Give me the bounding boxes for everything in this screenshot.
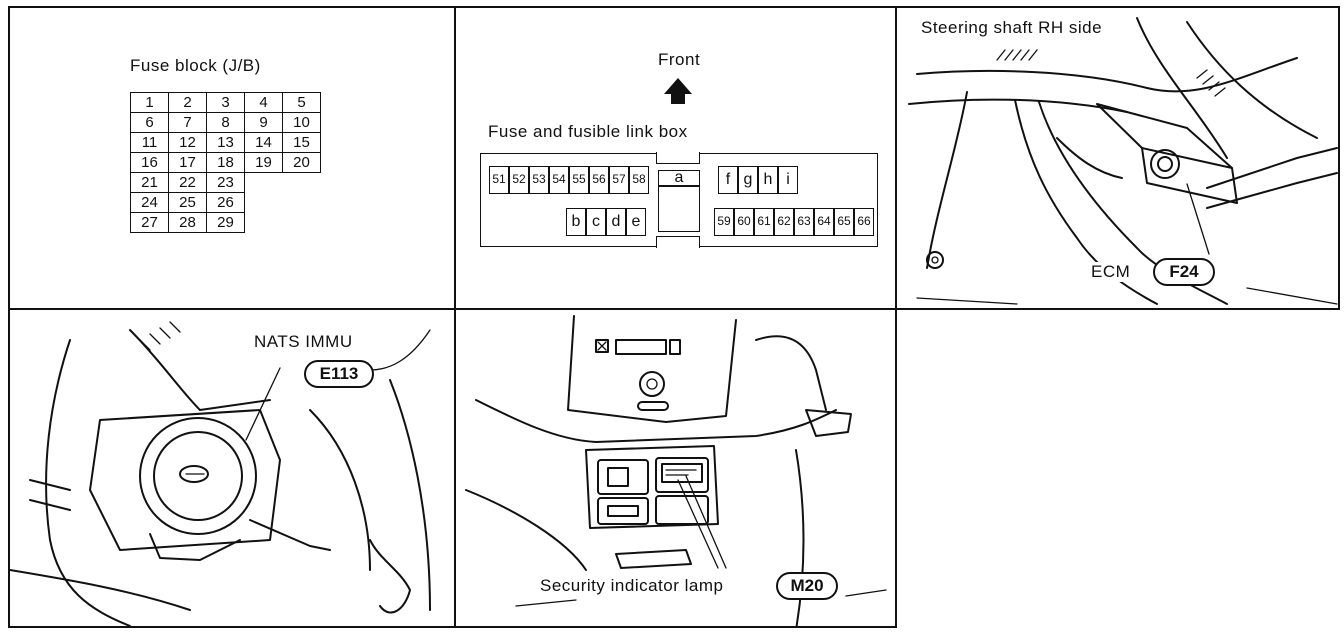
fusible-link-a: a xyxy=(658,170,700,186)
security-lamp-panel: Security indicator lamp M20 xyxy=(454,308,897,628)
ecm-location-panel: Steering shaft RH side ECM F24 xyxy=(895,6,1340,310)
fuse-slot: 54 xyxy=(549,166,569,194)
fuse-cell-empty xyxy=(283,193,321,213)
fusible-link-slot: g xyxy=(738,166,758,194)
fuse-cell: 12 xyxy=(168,132,207,153)
fuse-cell: 18 xyxy=(206,152,245,173)
nats-immu-label: NATS IMMU xyxy=(252,332,355,352)
empty-panel xyxy=(895,308,1340,310)
fuse-link-box-notch-top xyxy=(656,152,700,164)
fuse-slot: 56 xyxy=(589,166,609,194)
fuse-cell: 28 xyxy=(168,212,207,233)
fuse-slot: 66 xyxy=(854,208,874,236)
fuse-link-box-title: Fuse and fusible link box xyxy=(488,122,688,141)
fuse-cell: 7 xyxy=(168,112,207,133)
fuse-cell: 27 xyxy=(130,212,169,233)
fuse-cell: 13 xyxy=(206,132,245,153)
fuse-slot: 53 xyxy=(529,166,549,194)
fusible-link-slot xyxy=(658,186,700,232)
fuse-cell: 3 xyxy=(206,92,245,113)
front-arrow-icon xyxy=(664,78,692,104)
fuse-cell: 20 xyxy=(282,152,321,173)
fuse-cell: 29 xyxy=(206,212,245,233)
fuse-cell: 26 xyxy=(206,192,245,213)
fuse-slot: 55 xyxy=(569,166,589,194)
fuse-cell: 23 xyxy=(206,172,245,193)
security-indicator-lamp-label: Security indicator lamp xyxy=(540,576,724,596)
fusible-link-slot: f xyxy=(718,166,738,194)
fuse-link-box-notch-bottom xyxy=(656,236,700,248)
fuse-cell: 5 xyxy=(282,92,321,113)
fuse-slot: 60 xyxy=(734,208,754,236)
fuse-slot: 58 xyxy=(629,166,649,194)
fuse-block-title: Fuse block (J/B) xyxy=(130,56,261,75)
connector-f24-badge: F24 xyxy=(1153,258,1215,286)
fuse-cell: 10 xyxy=(282,112,321,133)
fusible-link-slot: c xyxy=(586,208,606,236)
ignition-key-cylinder-illustration xyxy=(10,321,431,626)
fuse-cell: 1 xyxy=(130,92,169,113)
connector-m20-badge: M20 xyxy=(776,572,838,600)
fuse-cell: 2 xyxy=(168,92,207,113)
fusible-link-slot: i xyxy=(778,166,798,194)
fuse-cell: 24 xyxy=(130,192,169,213)
fuse-cell: 19 xyxy=(244,152,283,173)
fuse-slot: 51 xyxy=(489,166,509,194)
front-label: Front xyxy=(658,50,701,69)
fuse-slot: 61 xyxy=(754,208,774,236)
fuse-cell: 6 xyxy=(130,112,169,133)
fuse-cell-empty xyxy=(245,173,283,193)
steering-shaft-illustration xyxy=(908,17,1338,305)
fusible-link-slot: e xyxy=(626,208,646,236)
fuse-slot: 65 xyxy=(834,208,854,236)
fuse-cell-empty xyxy=(245,193,283,213)
fuse-cell-empty xyxy=(283,213,321,233)
fuse-cell: 21 xyxy=(130,172,169,193)
fuse-cell: 9 xyxy=(244,112,283,133)
dashboard-switch-illustration xyxy=(465,315,887,626)
connector-e113-badge: E113 xyxy=(304,360,374,388)
fuse-cell: 25 xyxy=(168,192,207,213)
fuse-cell: 4 xyxy=(244,92,283,113)
fuse-slot: 59 xyxy=(714,208,734,236)
nats-immu-panel: NATS IMMU E113 xyxy=(8,308,456,628)
fuse-slot: 64 xyxy=(814,208,834,236)
fuse-cell-empty xyxy=(245,213,283,233)
fuse-slot: 52 xyxy=(509,166,529,194)
fuse-slot: 62 xyxy=(774,208,794,236)
fusible-link-slot: h xyxy=(758,166,778,194)
fuse-cell: 11 xyxy=(130,132,169,153)
fuse-cell: 15 xyxy=(282,132,321,153)
fuse-cell: 16 xyxy=(130,152,169,173)
fuse-slot: 63 xyxy=(794,208,814,236)
fusible-link-slot: b xyxy=(566,208,586,236)
fuse-cell: 22 xyxy=(168,172,207,193)
fuse-cell-empty xyxy=(283,173,321,193)
steering-shaft-title: Steering shaft RH side xyxy=(919,18,1105,38)
fuse-cell: 14 xyxy=(244,132,283,153)
fuse-slot: 57 xyxy=(609,166,629,194)
fuse-cell: 8 xyxy=(206,112,245,133)
fuse-cell: 17 xyxy=(168,152,207,173)
fusible-link-slot: d xyxy=(606,208,626,236)
ecm-label: ECM xyxy=(1091,262,1131,282)
